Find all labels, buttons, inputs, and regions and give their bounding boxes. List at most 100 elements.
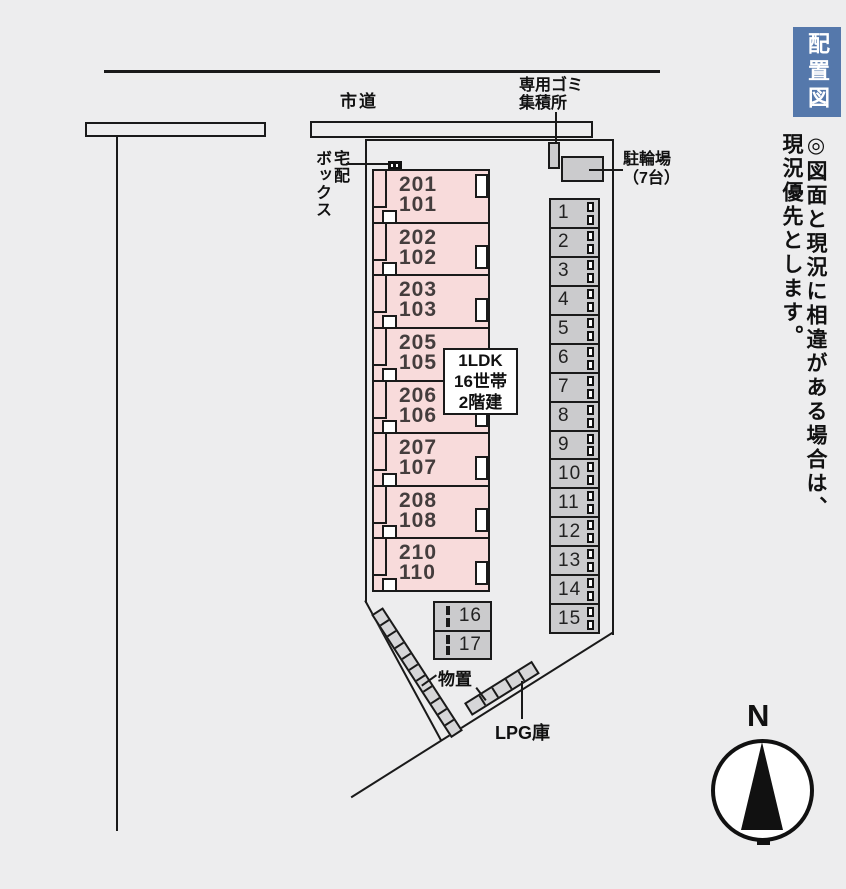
unit-number-lower: 103: [399, 298, 438, 322]
parking-space-number: 2: [558, 231, 570, 253]
parking-space-number: 15: [558, 607, 582, 629]
unit-number-upper: 207: [399, 436, 438, 460]
wheel-stop-icon: [587, 533, 594, 544]
boundary-right: [612, 139, 614, 635]
garbage-collection-box: [548, 142, 560, 169]
wheel-stop-icon: [587, 620, 594, 631]
plan-title: 配置図: [793, 27, 841, 117]
unit-number-lower: 101: [399, 193, 438, 216]
bicycle-parking-leader-line: [589, 169, 623, 171]
unit-entry-step-icon: [385, 276, 387, 312]
parking-space-number: 1: [558, 202, 570, 224]
wheel-stop-icon: [587, 549, 594, 560]
road-segment-left: [85, 122, 266, 137]
unit-balcony-notch: [475, 245, 488, 270]
parking-space: 6: [551, 342, 598, 372]
unit-entrance-notch: [382, 262, 397, 275]
wheel-stop-icon: [587, 462, 594, 473]
unit-number-upper: 201: [399, 173, 438, 196]
wheel-stop-icon: [587, 504, 594, 515]
parking-space: 9: [551, 429, 598, 459]
delivery-box-label-line1: 宅配: [331, 150, 348, 184]
road-segment-top: [310, 121, 593, 138]
wheel-stop-icon: [587, 359, 594, 370]
parking-space-number: 8: [558, 405, 570, 427]
wheel-stop-icon: [587, 243, 594, 254]
note-text-line2: 現況優先とします。: [780, 133, 803, 349]
unit-entrance-notch: [382, 209, 397, 222]
compass-south-tick-icon: [757, 840, 770, 845]
parking-space: 2: [551, 226, 598, 256]
unit-entrance-notch: [382, 420, 397, 433]
garbage-leader-line: [555, 112, 557, 146]
lpg-leader-line: [521, 681, 523, 719]
parking-space-number: 16: [458, 605, 482, 627]
unit-number-upper: 206: [399, 383, 438, 407]
building-info-box: 1LDK 16世帯 2階建: [443, 348, 518, 415]
unit-number-lower: 110: [399, 561, 436, 585]
road-edge-line-left: [116, 137, 118, 831]
unit-number-upper: 203: [399, 278, 438, 302]
unit-balcony-notch: [475, 174, 488, 198]
parking-space: 3: [551, 255, 598, 285]
wheel-stop-icon: [587, 475, 594, 486]
road-label: 市道: [340, 92, 378, 111]
bicycle-parking-label-line2: （7台）: [623, 170, 680, 187]
wheel-stop-icon: [587, 591, 594, 602]
parking-space-number: 4: [558, 289, 570, 311]
parking-space: 5: [551, 313, 598, 343]
storage-label: 物置: [438, 670, 472, 689]
unit-entry-step-icon: [374, 469, 387, 472]
garbage-area-label-line2: 集積所: [519, 95, 568, 112]
unit-entry-step-icon: [385, 486, 387, 522]
parking-space: 14: [551, 574, 598, 603]
wheel-stop-icon: [587, 388, 594, 399]
wheel-stop-icon: [587, 317, 594, 328]
unit-entry-step-icon: [374, 574, 387, 577]
unit-entrance-notch: [382, 367, 397, 380]
unit-number-lower: 102: [399, 245, 438, 269]
unit-number-upper: 205: [399, 330, 438, 354]
parking-space: 8: [551, 400, 598, 430]
unit-entry-step-icon: [385, 539, 387, 575]
wheel-stop-icon: [587, 288, 594, 299]
parking-space-number: 12: [558, 520, 582, 542]
unit-entrance-notch: [382, 472, 397, 485]
wheel-stop-icon: [587, 578, 594, 589]
unit-entry-step-icon: [374, 363, 387, 366]
building-info-line3: 2階建: [458, 393, 503, 412]
wheel-stop-icon: [587, 446, 594, 457]
parking-space-number: 17: [458, 633, 482, 655]
boundary-left: [365, 139, 367, 603]
delivery-box-icon: [388, 161, 402, 170]
road-edge-line-top: [104, 70, 660, 73]
wheel-stop-icon: [587, 214, 594, 225]
bicycle-parking-label-line1: 駐輪場: [623, 151, 672, 168]
unit-entry-step-icon: [374, 206, 387, 208]
wheel-stop-icon: [587, 607, 594, 618]
wheel-stop-icon: [587, 433, 594, 444]
parking-space-number: 14: [558, 578, 582, 600]
parking-space: 10: [551, 458, 598, 487]
parking-space-number: 9: [558, 433, 570, 455]
garbage-area-label-line1: 専用ゴミ: [519, 77, 584, 94]
unit-entry-step-icon: [385, 328, 387, 364]
parking-space: 4: [551, 284, 598, 314]
wheel-stop-icon: [587, 520, 594, 531]
parking-space-number: 11: [558, 491, 580, 513]
unit-entrance-notch: [382, 314, 397, 327]
